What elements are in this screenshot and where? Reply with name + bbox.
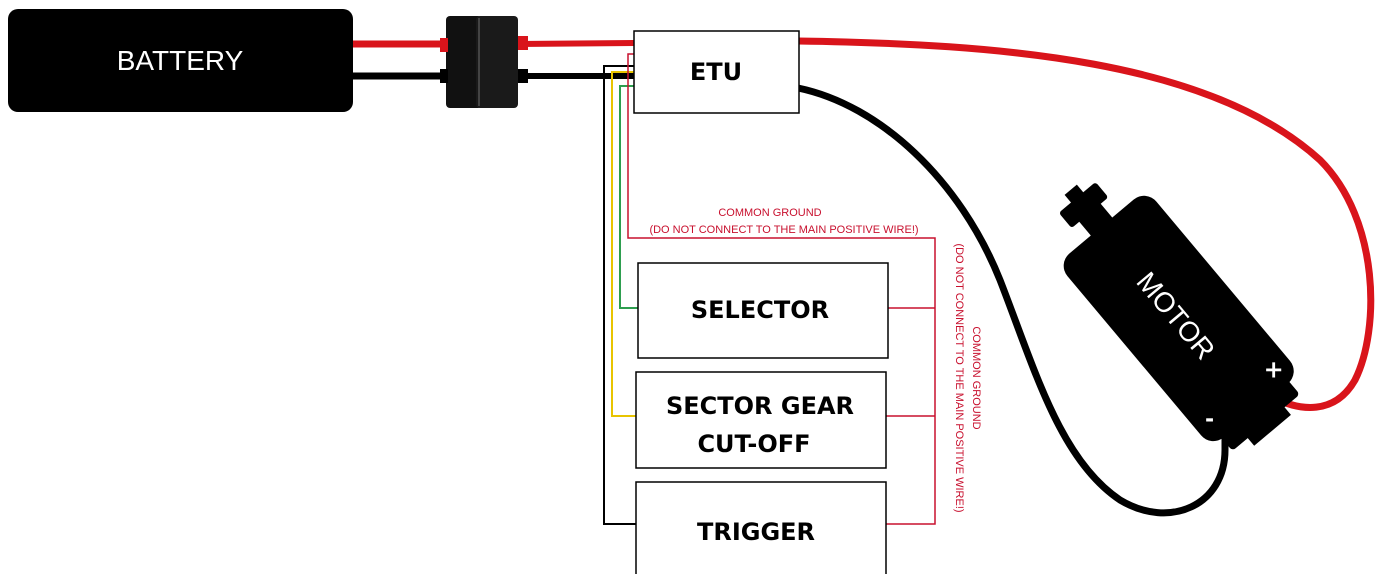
- motor: MOTOR + -: [1059, 183, 1299, 450]
- trigger-wire: [603, 65, 636, 525]
- common-ground-side-note-line1: COMMON GROUND: [970, 326, 982, 429]
- battery-body: [8, 9, 353, 112]
- battery-label: BATTERY: [117, 45, 244, 76]
- motor-body: [1063, 195, 1294, 442]
- common-ground-top-wire: [627, 53, 936, 525]
- common-ground-top-note-line2: (DO NOT CONNECT TO THE MAIN POSITIVE WIR…: [649, 224, 918, 236]
- motor-positive-wire: [794, 37, 1375, 411]
- sector-gear-box: [635, 371, 887, 469]
- sector-gear-label-line1: SECTOR GEAR: [666, 392, 854, 420]
- sector-gear-wire: [611, 71, 636, 417]
- selector-box: [637, 262, 889, 359]
- battery-connector: [440, 16, 528, 108]
- connector-positive-wire: [517, 40, 635, 47]
- selector-wire: [619, 85, 638, 309]
- motor-negative-wire: [794, 84, 1229, 517]
- trigger-box: [635, 481, 887, 574]
- motor-plus-label: +: [1264, 355, 1284, 383]
- common-ground-top-note-line1: COMMON GROUND: [718, 207, 821, 219]
- trigger-label: TRIGGER: [697, 518, 815, 546]
- selector-label: SELECTOR: [691, 296, 829, 324]
- common-ground-side-note-line2: (DO NOT CONNECT TO THE MAIN POSITIVE WIR…: [953, 243, 965, 512]
- motor-minus-label: -: [1205, 408, 1214, 433]
- etu-box: [633, 30, 800, 114]
- etu-label: ETU: [690, 58, 742, 86]
- sector-gear-label-line2: CUT-OFF: [697, 430, 810, 458]
